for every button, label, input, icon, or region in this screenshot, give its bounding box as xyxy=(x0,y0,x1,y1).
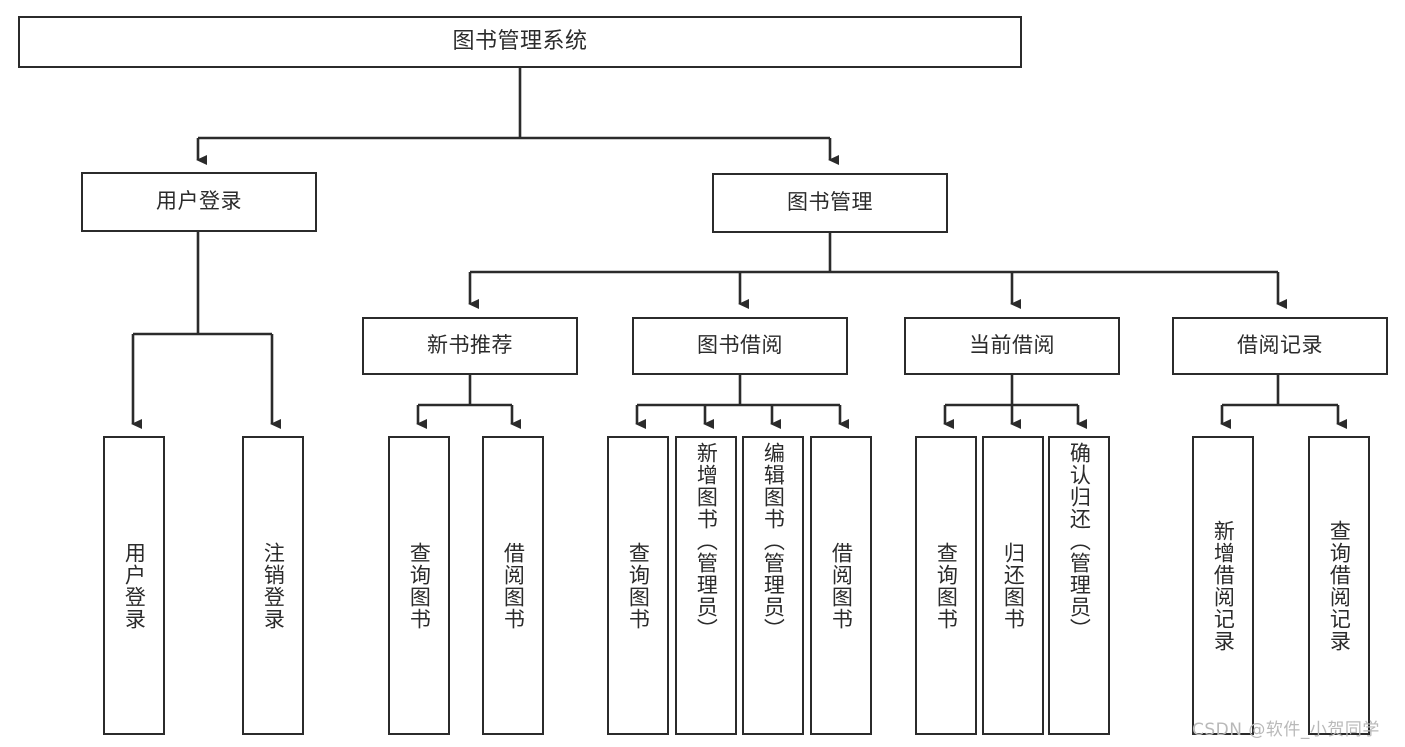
leaf-query-book-3[interactable]: 查询图书 xyxy=(915,436,977,735)
leaf-borrow-book-1[interactable]: 借阅图书 xyxy=(482,436,544,735)
leaf-confirm-return-label: 确认归还（管理员） xyxy=(1067,442,1092,640)
node-book-borrow[interactable]: 图书借阅 xyxy=(632,317,848,375)
leaf-user-login-label: 用户登录 xyxy=(122,541,147,630)
node-new-book-recommend-label: 新书推荐 xyxy=(427,333,513,358)
leaf-query-book-2-label: 查询图书 xyxy=(626,541,651,630)
leaf-edit-book[interactable]: 编辑图书（管理员） xyxy=(742,436,804,735)
node-user-login[interactable]: 用户登录 xyxy=(81,172,317,232)
leaf-query-book-2[interactable]: 查询图书 xyxy=(607,436,669,735)
leaf-query-record-label: 查询借阅记录 xyxy=(1327,519,1352,652)
leaf-query-book-1-label: 查询图书 xyxy=(407,541,432,630)
leaf-borrow-book-2[interactable]: 借阅图书 xyxy=(810,436,872,735)
leaf-user-login[interactable]: 用户登录 xyxy=(103,436,165,735)
node-user-login-label: 用户登录 xyxy=(156,189,242,214)
node-root-label: 图书管理系统 xyxy=(452,28,588,54)
leaf-return-book-label: 归还图书 xyxy=(1001,541,1026,630)
leaf-borrow-book-2-label: 借阅图书 xyxy=(829,541,854,630)
leaf-borrow-book-1-label: 借阅图书 xyxy=(501,541,526,630)
leaf-query-book-3-label: 查询图书 xyxy=(934,541,959,630)
node-book-borrow-label: 图书借阅 xyxy=(697,333,783,358)
leaf-user-logout[interactable]: 注销登录 xyxy=(242,436,304,735)
leaf-add-book[interactable]: 新增图书（管理员） xyxy=(675,436,737,735)
node-book-manage[interactable]: 图书管理 xyxy=(712,173,948,233)
leaf-user-logout-label: 注销登录 xyxy=(261,541,286,630)
node-new-book-recommend[interactable]: 新书推荐 xyxy=(362,317,578,375)
node-borrow-record[interactable]: 借阅记录 xyxy=(1172,317,1388,375)
node-root[interactable]: 图书管理系统 xyxy=(18,16,1022,68)
leaf-add-book-label: 新增图书（管理员） xyxy=(694,442,719,640)
leaf-edit-book-label: 编辑图书（管理员） xyxy=(761,442,786,640)
leaf-return-book[interactable]: 归还图书 xyxy=(982,436,1044,735)
leaf-add-record[interactable]: 新增借阅记录 xyxy=(1192,436,1254,735)
leaf-query-book-1[interactable]: 查询图书 xyxy=(388,436,450,735)
node-borrow-record-label: 借阅记录 xyxy=(1237,333,1323,358)
node-current-borrow[interactable]: 当前借阅 xyxy=(904,317,1120,375)
node-current-borrow-label: 当前借阅 xyxy=(969,333,1055,358)
leaf-query-record[interactable]: 查询借阅记录 xyxy=(1308,436,1370,735)
node-book-manage-label: 图书管理 xyxy=(787,190,873,215)
leaf-add-record-label: 新增借阅记录 xyxy=(1211,519,1236,652)
leaf-confirm-return[interactable]: 确认归还（管理员） xyxy=(1048,436,1110,735)
watermark: CSDN @软件_小贺同学 xyxy=(1192,720,1380,740)
